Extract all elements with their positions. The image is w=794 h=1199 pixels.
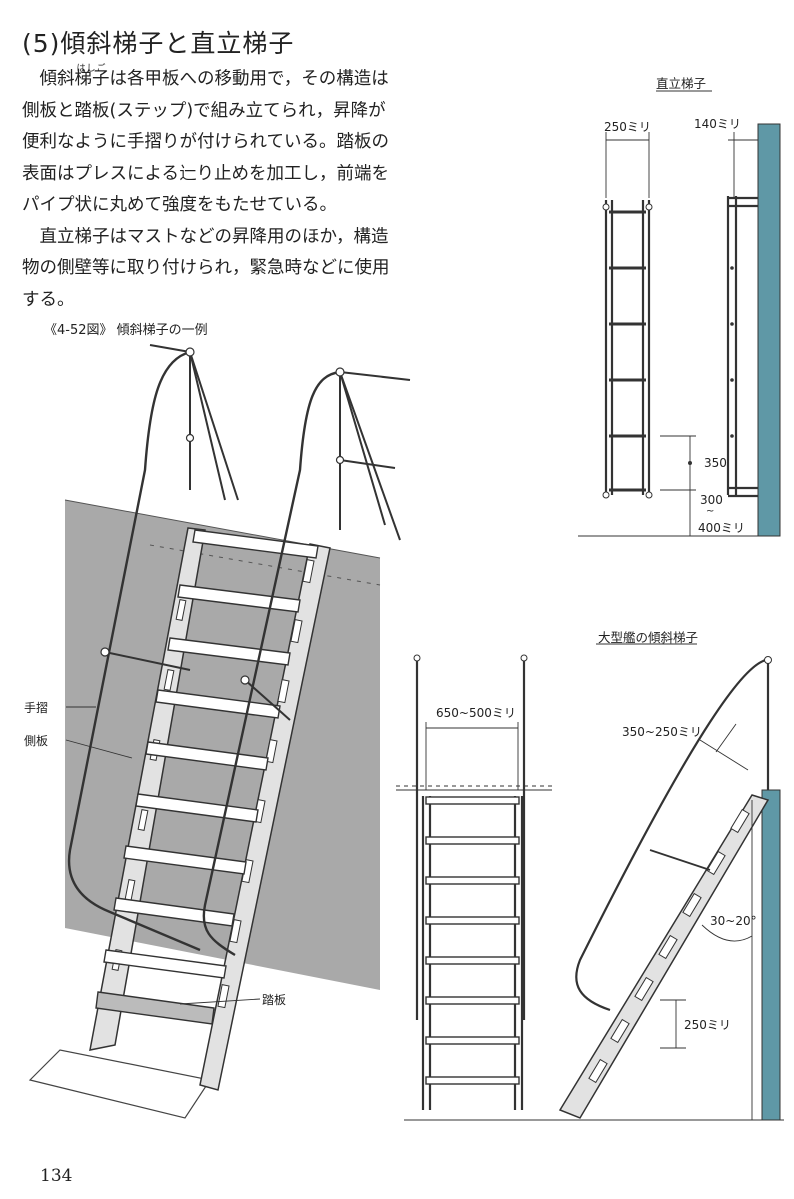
ladder-side-plate-left [89, 527, 206, 1051]
section-heading: (5)傾斜梯子と直立梯子 [22, 29, 295, 58]
paragraph-1: 傾斜はしご梯子は各甲板への移動用で，その構造は側板と踏板(ステップ)で組み立てら… [22, 64, 389, 215]
label-tread: 踏板 [262, 993, 287, 1007]
page-number: 134 [40, 1166, 73, 1186]
dim-large-width: 650~500ミリ [436, 706, 516, 720]
figure-caption: 《4-52図》 傾斜梯子の一例 [44, 323, 208, 338]
dim-large-angle: 30~20° [710, 914, 757, 928]
paragraph-2: 直立梯子はマストなどの昇降用のほか，構造物の側壁等に取り付けられ，緊急時などに使… [22, 226, 390, 310]
large-ladder-slots [588, 808, 750, 1084]
dim-vertical-spacing: 350 [704, 456, 727, 470]
ruby-hashigo: はしご梯子 [74, 64, 110, 89]
dim-large-handrail: 350~250ミリ [622, 725, 702, 739]
dim-vertical-bottom-tilde: ~ [706, 506, 715, 517]
large-ladder-handrail [575, 658, 767, 1012]
handrail-right [202, 370, 341, 957]
large-ladder-title: 大型艦の傾斜梯子 [598, 630, 699, 645]
dim-vertical-width: 250ミリ [604, 120, 651, 134]
dim-vertical-bottom-b: 400ミリ [698, 521, 745, 535]
handrail-stays [104, 344, 411, 721]
handrail-left [67, 350, 201, 952]
vertical-ladder-title: 直立梯子 [656, 76, 707, 91]
label-handrail: 手摺 [24, 701, 49, 715]
dim-vertical-offset: 140ミリ [694, 117, 741, 131]
dim-large-step: 250ミリ [684, 1018, 731, 1032]
tread-nonslip [95, 991, 215, 1025]
label-side-plate: 側板 [24, 734, 49, 748]
bulkhead-large [761, 789, 781, 1121]
dim-vertical-bottom-a: 300 [700, 493, 723, 507]
body-text: 傾斜はしご梯子は各甲板への移動用で，その構造は側板と踏板(ステップ)で組み立てら… [22, 64, 392, 316]
